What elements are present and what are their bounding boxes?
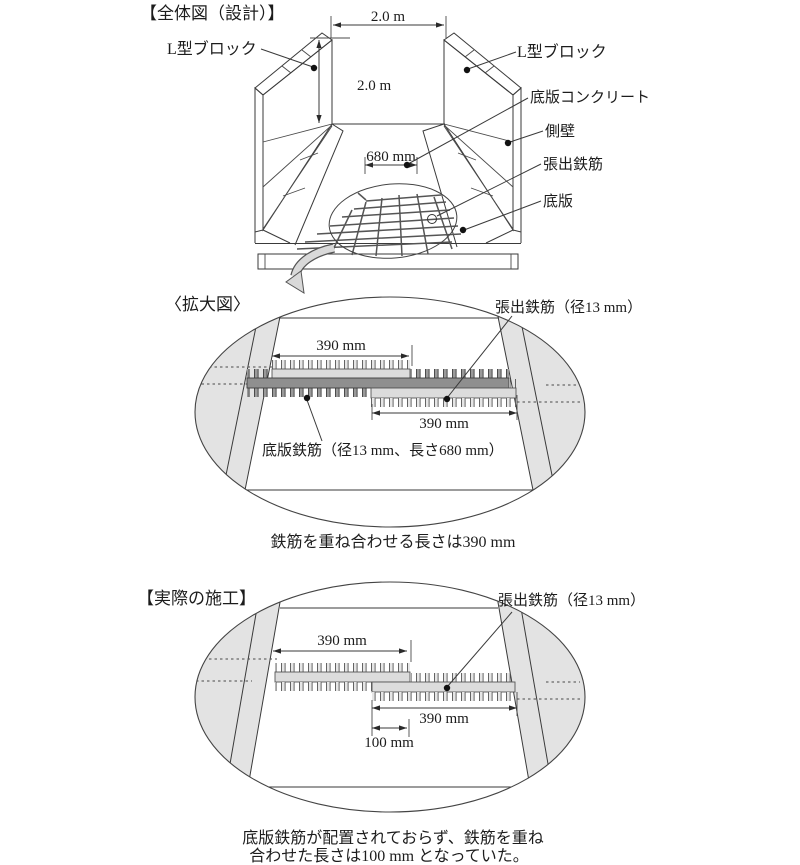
enlarged-design-ellipse	[194, 296, 586, 528]
dim-overlap-actual: 100 mm	[364, 719, 414, 751]
label-l-block-left: L型ブロック	[167, 39, 257, 58]
enlarge-arrow	[285, 243, 336, 294]
actual-caption-line1: 底版鉄筋が配置されておらず、鉄筋を重ね	[242, 829, 544, 847]
dim-gap-label: 680 mm	[366, 149, 416, 165]
section1-title: 【全体図（設計）】	[140, 4, 285, 23]
dim-overlap-actual-label: 100 mm	[364, 735, 414, 751]
enlarged-design-figure: 〈拡大図〉	[165, 295, 642, 551]
dim-left-actual: 390 mm	[273, 633, 412, 662]
actual-construction-scene	[195, 582, 585, 812]
enlarged-design-scene	[195, 297, 585, 527]
label-base-rebar-design: 底版鉄筋（径13 mm、長さ680 mm）	[262, 442, 504, 459]
left-overhang-bar	[271, 360, 411, 380]
label-l-block-right: L型ブロック	[517, 42, 607, 61]
mesh-highlight-ellipse	[328, 183, 458, 259]
design-caption: 鉄筋を重ね合わせる長さは390 mm	[271, 533, 516, 551]
label-base-slab: 底版	[543, 193, 573, 210]
dim-overlap-right-design-label: 390 mm	[419, 416, 469, 432]
channel-floor-drawing	[255, 123, 521, 270]
rebar-mesh	[296, 192, 462, 257]
dim-left-actual-label: 390 mm	[317, 633, 367, 649]
actual-construction-ellipse	[194, 581, 586, 813]
section1-labels: L型ブロック L型ブロック 底版コンクリート 側壁 張出鉄筋 底版	[167, 39, 650, 234]
left-l-block-drawing	[254, 32, 333, 244]
overall-design-figure: 【全体図（設計）】	[140, 4, 650, 294]
right-overhang-bar-actual	[371, 673, 516, 701]
dim-right-actual: 390 mm	[371, 692, 518, 736]
dim-width-top: 2.0 m	[330, 9, 447, 38]
actual-construction-figure: 【実際の施工】	[137, 581, 645, 865]
section3-labels: 張出鉄筋（径13 mm）	[443, 592, 645, 692]
actual-caption-line2: 合わせた長さは100 mm となっていた。	[249, 847, 529, 865]
section2-title: 〈拡大図〉	[165, 295, 250, 314]
dim-height: 2.0 m	[310, 37, 392, 123]
dim-right-actual-label: 390 mm	[419, 711, 469, 727]
dim-overlap-left-design: 390 mm	[272, 338, 413, 366]
section3-title: 【実際の施工】	[137, 589, 256, 608]
dim-width-top-label: 2.0 m	[371, 9, 406, 25]
label-overhang-rebar-actual: 張出鉄筋（径13 mm）	[498, 592, 645, 609]
dim-height-label: 2.0 m	[357, 78, 392, 94]
label-base-concrete: 底版コンクリート	[530, 89, 650, 106]
dim-gap: 680 mm	[364, 149, 418, 174]
label-overhang-rebar: 張出鉄筋	[543, 156, 603, 173]
dim-overlap-right-design: 390 mm	[371, 395, 518, 432]
dim-overlap-left-design-label: 390 mm	[316, 338, 366, 354]
right-overhang-bar	[370, 379, 517, 407]
section2-labels: 張出鉄筋（径13 mm） 底版鉄筋（径13 mm、長さ680 mm）	[262, 299, 642, 459]
label-side-wall: 側壁	[545, 123, 575, 140]
label-overhang-rebar-design: 張出鉄筋（径13 mm）	[495, 299, 642, 316]
